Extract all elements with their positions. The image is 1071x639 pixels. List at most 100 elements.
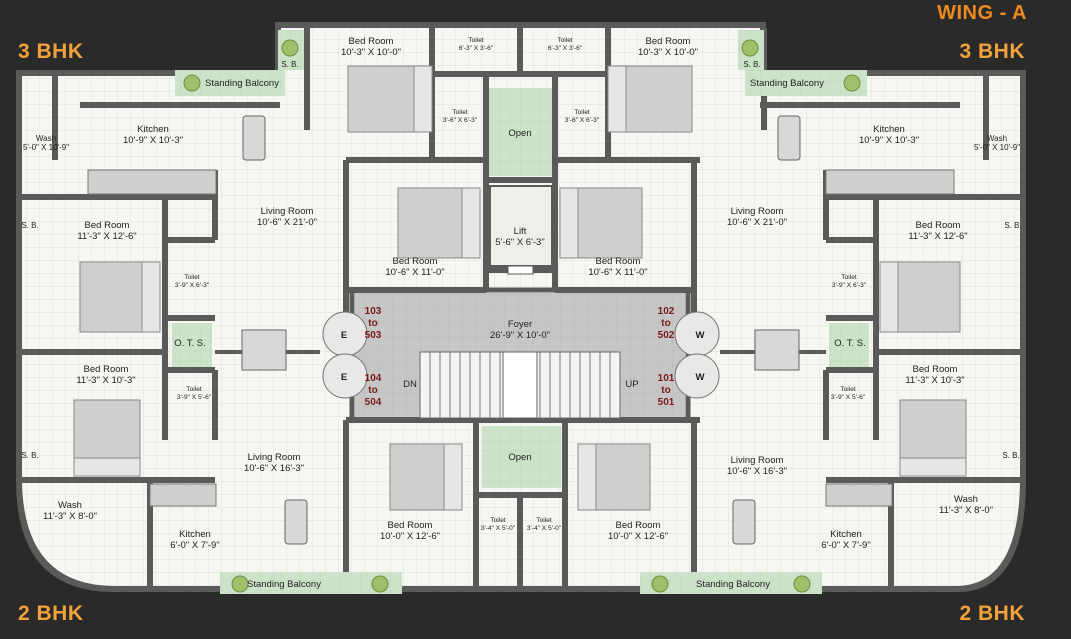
balcony-label-0: Standing Balcony bbox=[205, 78, 279, 89]
u101-line-2: 501 bbox=[658, 397, 675, 408]
living-tr-dims: 10'-6" X 21'-0" bbox=[727, 217, 787, 228]
bed-lr-name: Bed Room bbox=[913, 364, 958, 375]
toilet-sl1-name: Toilet bbox=[184, 274, 200, 281]
toilet-mid-l-dims: 3'-6" X 6'-3" bbox=[443, 117, 478, 124]
toilet-sr2-dims: 3'-9" X 5'-6" bbox=[831, 394, 866, 401]
wash-r-name: Wash bbox=[987, 134, 1007, 143]
living-tl-dims: 10'-6" X 21'-0" bbox=[257, 217, 317, 228]
lift-car bbox=[489, 185, 553, 267]
toilet-top-r-name: Toilet bbox=[557, 37, 573, 44]
open-shaft-top bbox=[489, 88, 552, 176]
u104-line-1: to bbox=[368, 385, 377, 396]
bed-tr-name: Bed Room bbox=[646, 36, 691, 47]
bed-cr-name: Bed Room bbox=[596, 256, 641, 267]
toilet-sr1-name: Toilet bbox=[841, 274, 857, 281]
wash-bl-dims: 11'-3" X 8'-0" bbox=[43, 511, 97, 522]
entry-marker-1: E bbox=[341, 372, 347, 383]
toilet-sr1-dims: 3'-9" X 6'-3" bbox=[832, 282, 867, 289]
unit-type-bottom-left: 2 BHK bbox=[18, 602, 84, 625]
balcony-br bbox=[640, 572, 822, 594]
living-bl-name: Living Room bbox=[248, 452, 301, 463]
toilet-sl2-dims: 3'-9" X 5'-6" bbox=[177, 394, 212, 401]
toilet-mid-l-name: Toilet bbox=[452, 109, 468, 116]
ots-right-label: O. T. S. bbox=[834, 338, 866, 349]
bed-ml-name: Bed Room bbox=[85, 220, 130, 231]
toilet-mid-r-dims: 3'-6" X 6'-3" bbox=[565, 117, 600, 124]
stair-up-label: UP bbox=[625, 379, 638, 390]
wash-r-dims: 5'-0" X 10'-9" bbox=[974, 143, 1020, 152]
u102-line-2: 502 bbox=[658, 330, 675, 341]
sb-label-1: S. B. bbox=[743, 60, 760, 69]
kitchen-bl-dims: 6'-0" X 7'-9" bbox=[170, 540, 219, 551]
bed-bl-dims: 10'-0" X 12'-6" bbox=[380, 531, 440, 542]
sb-label-4: S. B. bbox=[21, 451, 38, 460]
u103-line-0: 103 bbox=[365, 306, 382, 317]
living-br-dims: 10'-6" X 16'-3" bbox=[727, 466, 787, 477]
wing-label: WING - A bbox=[937, 2, 1027, 24]
wash-bl-name: Wash bbox=[58, 500, 82, 511]
bed-cl-dims: 10'-6" X 11'-0" bbox=[385, 267, 444, 278]
kitchen-r-name: Kitchen bbox=[873, 124, 905, 135]
kitchen-br-dims: 6'-0" X 7'-9" bbox=[821, 540, 870, 551]
foyer-name: Foyer bbox=[508, 319, 532, 330]
kitchen-bl-name: Kitchen bbox=[179, 529, 211, 540]
sb-label-3: S. B. bbox=[1004, 221, 1021, 230]
sb-label-5: S. B. bbox=[1002, 451, 1019, 460]
toilet-mid-r-name: Toilet bbox=[574, 109, 590, 116]
living-bl-dims: 10'-6" X 16'-3" bbox=[244, 463, 304, 474]
unit-type-top-left: 3 BHK bbox=[18, 40, 84, 63]
toilet-sl1-dims: 3'-9" X 6'-3" bbox=[175, 282, 210, 289]
kitchen-l-name: Kitchen bbox=[137, 124, 169, 135]
u104-line-0: 104 bbox=[365, 373, 382, 384]
u103-line-1: to bbox=[368, 318, 377, 329]
balcony-label-3: Standing Balcony bbox=[696, 579, 770, 590]
lift-dims: 5'-6" X 6'-3" bbox=[495, 237, 544, 248]
entry-marker-0: E bbox=[341, 330, 347, 341]
u102-line-0: 102 bbox=[658, 306, 675, 317]
kitchen-l-dims: 10'-9" X 10'-3" bbox=[123, 135, 183, 146]
living-tr-name: Living Room bbox=[731, 206, 784, 217]
living-br-name: Living Room bbox=[731, 455, 784, 466]
entry-marker-3: W bbox=[696, 372, 705, 383]
kitchen-r-dims: 10'-9" X 10'-3" bbox=[859, 135, 919, 146]
sb-label-0: S. B. bbox=[281, 60, 298, 69]
wash-l-name: Wash bbox=[36, 134, 56, 143]
stair-down-label: DN bbox=[403, 379, 417, 390]
balcony-label-2: Standing Balcony bbox=[247, 579, 321, 590]
ots-left bbox=[172, 323, 212, 367]
bed-cr-dims: 10'-6" X 11'-0" bbox=[588, 267, 647, 278]
lift-name: Lift bbox=[514, 226, 527, 237]
toilet-top-l-dims: 6'-3" X 3'-6" bbox=[459, 45, 494, 52]
bed-mr-dims: 11'-3" X 12'-6" bbox=[908, 231, 967, 242]
bed-ll-name: Bed Room bbox=[84, 364, 129, 375]
toilet-top-l-name: Toilet bbox=[468, 37, 484, 44]
foyer-dims: 26'-9" X 10'-0" bbox=[490, 330, 550, 341]
u101-line-1: to bbox=[661, 385, 670, 396]
bed-lr-dims: 11'-3" X 10'-3" bbox=[905, 375, 964, 386]
toilet-br-dims: 3'-4" X 5'-0" bbox=[527, 525, 562, 532]
bed-bl-name: Bed Room bbox=[388, 520, 433, 531]
bed-tl-dims: 10'-3" X 10'-0" bbox=[341, 47, 401, 58]
unit-type-top-right: 3 BHK bbox=[959, 40, 1025, 63]
bed-ml-dims: 11'-3" X 12'-6" bbox=[77, 231, 136, 242]
wash-br-dims: 11'-3" X 8'-0" bbox=[939, 505, 993, 516]
u102-line-1: to bbox=[661, 318, 670, 329]
ots-right bbox=[829, 323, 869, 367]
ots-left-label: O. T. S. bbox=[174, 338, 206, 349]
open-bottom-label: Open bbox=[508, 452, 531, 463]
bed-tr-dims: 10'-3" X 10'-0" bbox=[638, 47, 698, 58]
open-top-label: Open bbox=[508, 128, 531, 139]
toilet-bl-name: Toilet bbox=[490, 517, 506, 524]
bed-br-name: Bed Room bbox=[616, 520, 661, 531]
u103-line-2: 503 bbox=[365, 330, 382, 341]
bed-cl-name: Bed Room bbox=[393, 256, 438, 267]
toilet-bl-dims: 3'-4" X 5'-0" bbox=[481, 525, 516, 532]
balcony-label-1: Standing Balcony bbox=[750, 78, 824, 89]
sb-label-2: S. B. bbox=[21, 221, 38, 230]
toilet-br-name: Toilet bbox=[536, 517, 552, 524]
u104-line-2: 504 bbox=[365, 397, 382, 408]
kitchen-br-name: Kitchen bbox=[830, 529, 862, 540]
toilet-sr2-name: Toilet bbox=[840, 386, 856, 393]
bed-br-dims: 10'-0" X 12'-6" bbox=[608, 531, 668, 542]
